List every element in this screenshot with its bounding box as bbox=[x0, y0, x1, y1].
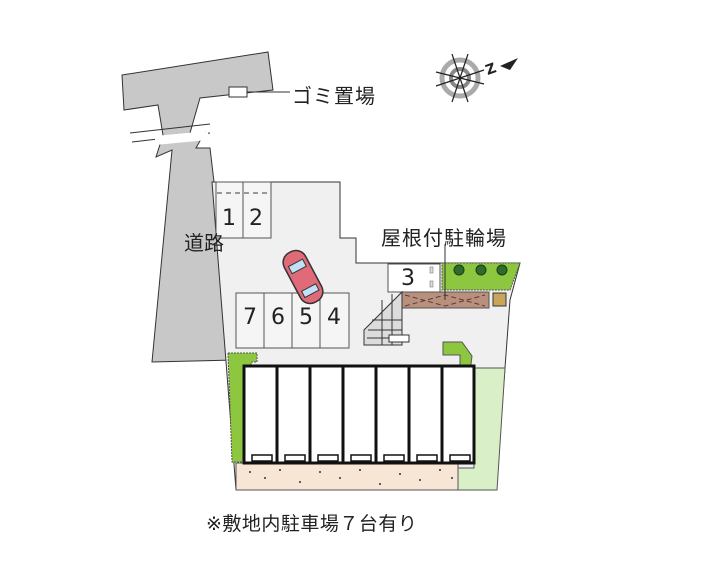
gravel-strip bbox=[235, 462, 459, 491]
parking-number-1: 1 bbox=[222, 206, 236, 231]
parking-1-2 bbox=[215, 181, 272, 239]
garbage-area bbox=[228, 86, 248, 98]
garbage-area-label: ゴミ置場 bbox=[292, 84, 376, 108]
compass-icon: Z bbox=[435, 53, 518, 103]
svg-text:Z: Z bbox=[484, 60, 499, 79]
parking-number-2: 2 bbox=[249, 206, 263, 231]
footnote: ※敷地内駐車場７台有り bbox=[206, 513, 418, 535]
tiled-steps bbox=[363, 290, 403, 346]
parking-number-5: 5 bbox=[299, 305, 313, 330]
parking-number-7: 7 bbox=[243, 305, 257, 330]
road-label: 道路 bbox=[184, 231, 224, 255]
car-icon bbox=[282, 249, 324, 305]
parking-number-3: 3 bbox=[401, 266, 415, 291]
parking-number-4: 4 bbox=[327, 305, 341, 330]
apartment-building bbox=[242, 364, 476, 465]
bicycle-parking-label: 屋根付駐輪場 bbox=[381, 226, 507, 250]
parking-number-6: 6 bbox=[271, 305, 285, 330]
